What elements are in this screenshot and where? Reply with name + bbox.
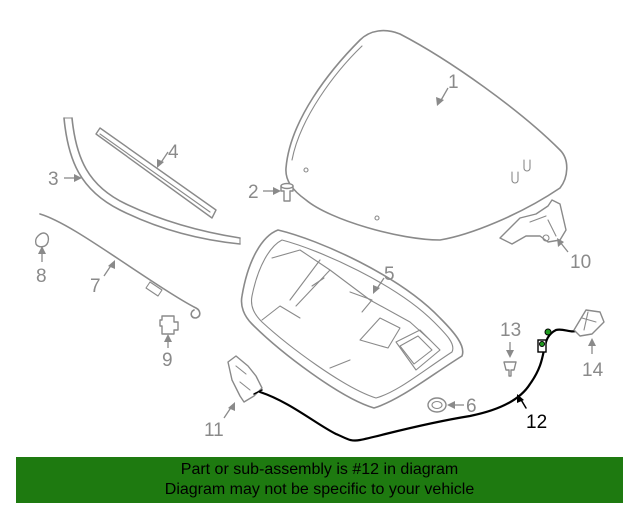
- callout-6: 6: [447, 396, 477, 417]
- svg-text:10: 10: [570, 252, 591, 273]
- part-10-hood-hinge[interactable]: [499, 199, 567, 245]
- part-7-prop-rod[interactable]: [39, 213, 201, 319]
- part-11-hood-latch[interactable]: [227, 355, 263, 403]
- banner-line-2: Diagram may not be specific to your vehi…: [164, 481, 475, 498]
- part-5-hood-inner-panel[interactable]: [240, 229, 464, 409]
- callout-10: 10: [557, 238, 591, 273]
- part-1-hood[interactable]: [285, 29, 568, 241]
- callout-13: 13: [500, 320, 521, 358]
- part-9-holder[interactable]: [159, 315, 179, 335]
- parts-diagram: 1 2 3 4: [34, 29, 605, 442]
- part-13-retainer[interactable]: [503, 361, 517, 377]
- part-3-weatherstrip[interactable]: [63, 117, 241, 245]
- svg-text:8: 8: [36, 266, 47, 287]
- part-4-seal[interactable]: [95, 127, 217, 219]
- part-8-clip[interactable]: [34, 232, 50, 248]
- callout-8: 8: [36, 246, 47, 287]
- callout-14: 14: [582, 338, 604, 381]
- svg-text:1: 1: [448, 72, 459, 93]
- banner-line-1: Part or sub-assembly is #12 in diagram: [180, 461, 459, 478]
- svg-text:9: 9: [162, 350, 173, 371]
- svg-text:14: 14: [582, 360, 604, 381]
- part-2-hood-stopper[interactable]: [280, 182, 294, 202]
- svg-text:13: 13: [500, 320, 521, 341]
- svg-text:7: 7: [90, 276, 101, 297]
- part-6-grommet[interactable]: [427, 397, 447, 413]
- callout-12: 12: [517, 394, 547, 433]
- callout-5: 5: [373, 264, 395, 294]
- callout-4: 4: [157, 142, 179, 168]
- callout-3: 3: [48, 169, 82, 190]
- notice-banner: Part or sub-assembly is #12 in diagram D…: [16, 457, 623, 503]
- svg-text:3: 3: [48, 169, 59, 190]
- svg-text:5: 5: [384, 264, 395, 285]
- callout-11: 11: [204, 402, 235, 441]
- part-12-release-cable[interactable]: [253, 328, 580, 442]
- callout-2: 2: [248, 182, 281, 203]
- svg-text:6: 6: [466, 396, 477, 417]
- svg-text:2: 2: [248, 182, 259, 203]
- callout-1: 1: [436, 72, 459, 106]
- callout-7: 7: [90, 260, 115, 297]
- callout-9: 9: [162, 334, 173, 371]
- svg-text:12: 12: [526, 412, 547, 433]
- part-14-release-handle[interactable]: [573, 309, 605, 337]
- svg-text:11: 11: [204, 420, 224, 441]
- svg-text:4: 4: [168, 142, 179, 163]
